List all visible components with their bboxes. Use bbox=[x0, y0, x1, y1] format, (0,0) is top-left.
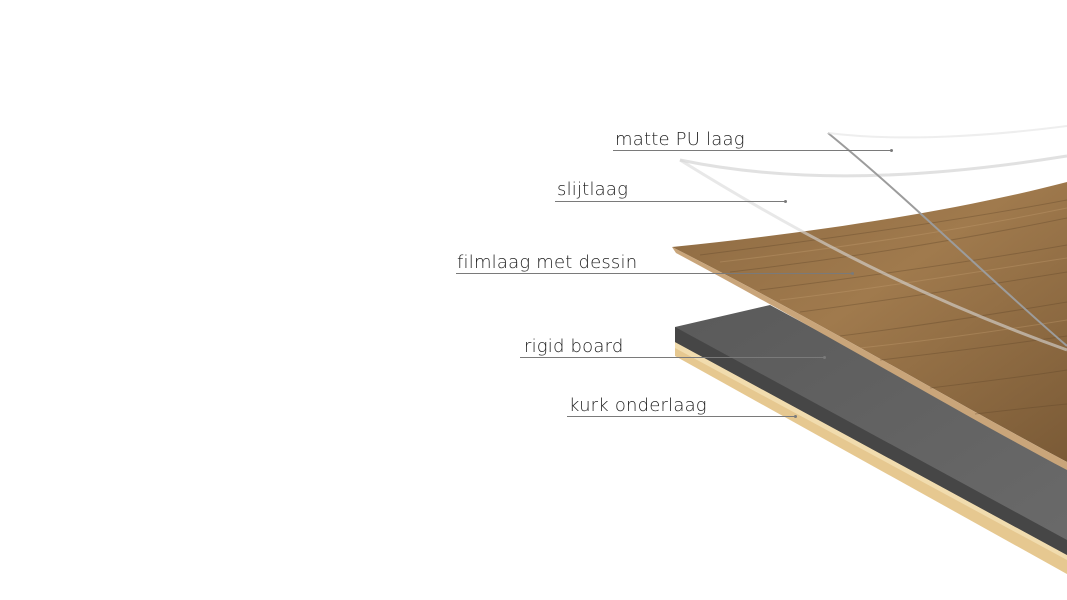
label-rigid-board: rigid board bbox=[524, 336, 624, 357]
label-filmlaag-met-dessin: filmlaag met dessin bbox=[457, 252, 638, 273]
rigid-board-layer bbox=[675, 305, 1067, 555]
label-matte-pu-laag: matte PU laag bbox=[615, 129, 745, 150]
leader-line-kurk-onderlaag bbox=[567, 415, 797, 418]
matte-pu-sheet bbox=[827, 125, 1067, 347]
leader-line-filmlaag-met-dessin bbox=[456, 272, 854, 275]
leader-line-slijtlaag bbox=[555, 200, 787, 203]
film-layer-wood bbox=[672, 182, 1067, 470]
label-slijtlaag: slijtlaag bbox=[557, 179, 629, 200]
leader-line-matte-pu-laag bbox=[613, 149, 893, 152]
label-kurk-onderlaag: kurk onderlaag bbox=[569, 395, 707, 416]
leader-line-rigid-board bbox=[520, 356, 826, 359]
cork-underlayer bbox=[675, 340, 1067, 574]
wear-layer-sheet bbox=[679, 154, 1067, 352]
